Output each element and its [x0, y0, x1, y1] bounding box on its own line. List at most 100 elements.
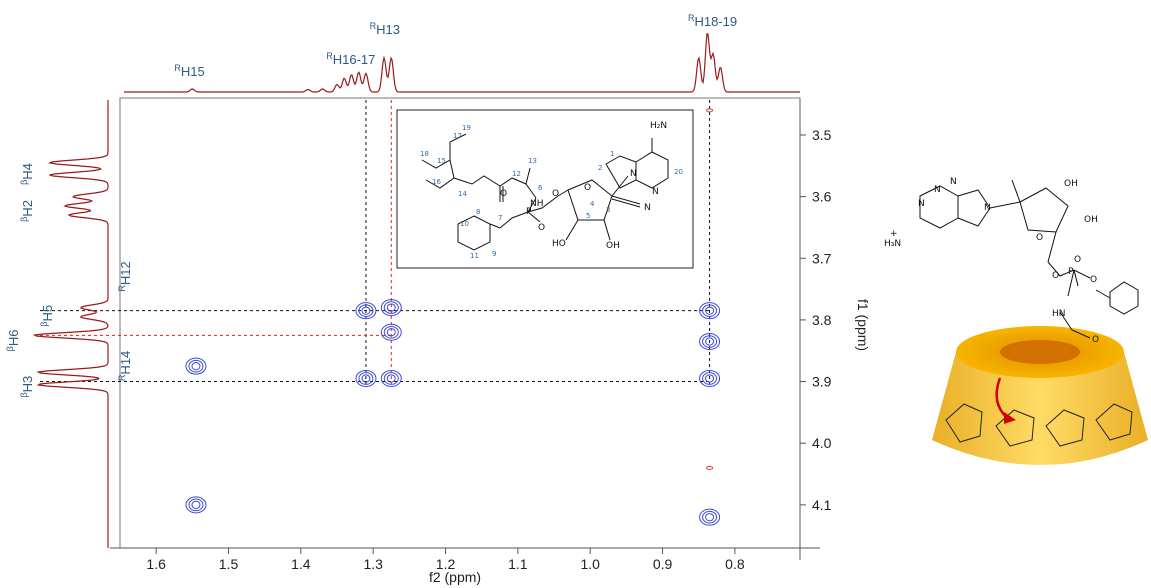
- x-tick-label: 1.4: [291, 556, 311, 572]
- x-tick-label: 1.1: [508, 556, 528, 572]
- peak-label: βH6: [5, 330, 21, 352]
- structure-inset-frame: [396, 109, 694, 269]
- structure-atom-label: N: [652, 187, 659, 197]
- cross-peak-contour: [358, 304, 374, 317]
- cross-peak-contour: [702, 372, 718, 385]
- guide-lines: [40, 100, 711, 385]
- peak-label-text: H14: [118, 351, 133, 375]
- peak-label-sup: R: [370, 21, 377, 31]
- complex-atom-label: O: [1092, 335, 1099, 345]
- structure-atom-number: 9: [492, 250, 496, 258]
- structure-atom-number: 16: [432, 178, 441, 186]
- x-tick-label: 1.2: [436, 556, 456, 572]
- peak-label-text: H15: [181, 64, 205, 79]
- cross-peak-contour: [705, 513, 715, 522]
- peak-label: RH18-19: [688, 13, 737, 29]
- cross-peak-contour: [702, 304, 718, 317]
- cross-peak-contour: [383, 325, 399, 339]
- complex-atom-label: O: [1074, 255, 1081, 265]
- structure-atom-number: 14: [458, 190, 467, 198]
- top-projection-spectrum: [124, 33, 800, 93]
- structure-atom-label: OH: [606, 241, 620, 251]
- peak-label-sup: R: [117, 374, 127, 381]
- y-axis-title: f1 (ppm): [855, 299, 871, 351]
- cyclodextrin-cavity: [1000, 340, 1080, 364]
- y-tick-label: 3.5: [812, 127, 832, 143]
- cross-peak-contour: [361, 374, 371, 383]
- guest-bonds: [919, 179, 1139, 339]
- cross-peak-contour: [705, 306, 715, 315]
- cross-peak-contour: [386, 328, 396, 337]
- cyclodextrin-torus-body: [932, 341, 1148, 465]
- complex-atom-label: O: [1052, 271, 1059, 281]
- cross-peak-contour: [380, 299, 402, 317]
- y-tick-label: 4.0: [812, 435, 832, 451]
- complex-atom-label: P: [1068, 267, 1074, 277]
- peak-label-sup: β: [19, 217, 29, 222]
- y-tick-label: 3.8: [812, 312, 832, 328]
- cross-peak-contour: [383, 301, 399, 314]
- structure-bonds: [421, 133, 669, 251]
- structure-atom-label: HO: [552, 239, 566, 249]
- complex-atom-label: N: [934, 185, 941, 195]
- structure-atom-label: P: [526, 207, 532, 217]
- cyclodextrin-rings: [945, 403, 1133, 447]
- cross-peak-contour: [191, 362, 201, 371]
- peak-label-sup: β: [19, 180, 29, 185]
- structure-atom-number: 19: [462, 124, 471, 132]
- peak-label-sup: R: [688, 13, 695, 23]
- y-axis-ticks: 3.53.63.73.83.94.04.1: [800, 127, 832, 513]
- peak-label-text: H13: [376, 22, 400, 37]
- structure-atom-number: 15: [437, 157, 446, 165]
- structure-atom-number: 11: [470, 252, 479, 260]
- cross-peak-contour: [699, 369, 721, 387]
- cross-peak-contour: [706, 465, 714, 470]
- peak-label: RH15: [174, 63, 204, 79]
- cross-peak-contour: [380, 369, 402, 387]
- structure-atom-number: 8: [476, 208, 480, 216]
- cross-peak-contour: [355, 302, 377, 320]
- peak-label: RH12: [117, 261, 133, 291]
- structure-atom-label: N: [630, 169, 637, 179]
- complex-atom-label: OH: [1064, 179, 1078, 189]
- peak-label-text: H6: [6, 330, 21, 347]
- peak-label-text: H16-17: [333, 52, 376, 67]
- complex-atom-label: HN: [1052, 309, 1066, 319]
- cross-peak-contour: [386, 374, 396, 383]
- peak-label-text: H12: [118, 261, 133, 285]
- cross-peak-contour: [702, 510, 718, 524]
- peak-label-sup: β: [5, 346, 15, 351]
- structure-atom-number: 2: [598, 164, 602, 172]
- cross-peak-contour: [702, 335, 718, 348]
- structure-atom-number: 3: [606, 206, 610, 214]
- complex-atom-label: O: [1036, 233, 1043, 243]
- cross-peak-contour: [188, 359, 204, 373]
- structure-atom-label: O: [552, 189, 559, 199]
- structure-atom-number: 7: [498, 214, 502, 222]
- cross-peak-contour: [386, 303, 396, 312]
- cross-peak-contour: [185, 357, 207, 375]
- structure-atom-label: O: [500, 189, 507, 199]
- x-tick-label: 1.0: [580, 556, 600, 572]
- structure-atom-number: 17: [453, 132, 462, 140]
- peak-label-sup: β: [39, 321, 49, 326]
- structure-atom-label: O: [538, 223, 545, 233]
- complex-atom-label: +: [890, 229, 898, 239]
- complex-atom-label: N: [950, 177, 957, 187]
- y-tick-label: 4.1: [812, 497, 832, 513]
- cross-peak-contour: [699, 508, 721, 526]
- structure-atom-number: 10: [460, 220, 469, 228]
- structure-atom-label: H₂N: [650, 121, 667, 131]
- cross-peak-contour: [185, 496, 207, 514]
- structure-atom-label: N: [644, 203, 651, 213]
- peak-label: βH4: [19, 163, 35, 185]
- cross-peak-contour: [699, 332, 721, 350]
- structure-atom-number: 5: [586, 212, 590, 220]
- complex-atom-label: N: [918, 199, 925, 209]
- x-tick-label: 1.6: [146, 556, 166, 572]
